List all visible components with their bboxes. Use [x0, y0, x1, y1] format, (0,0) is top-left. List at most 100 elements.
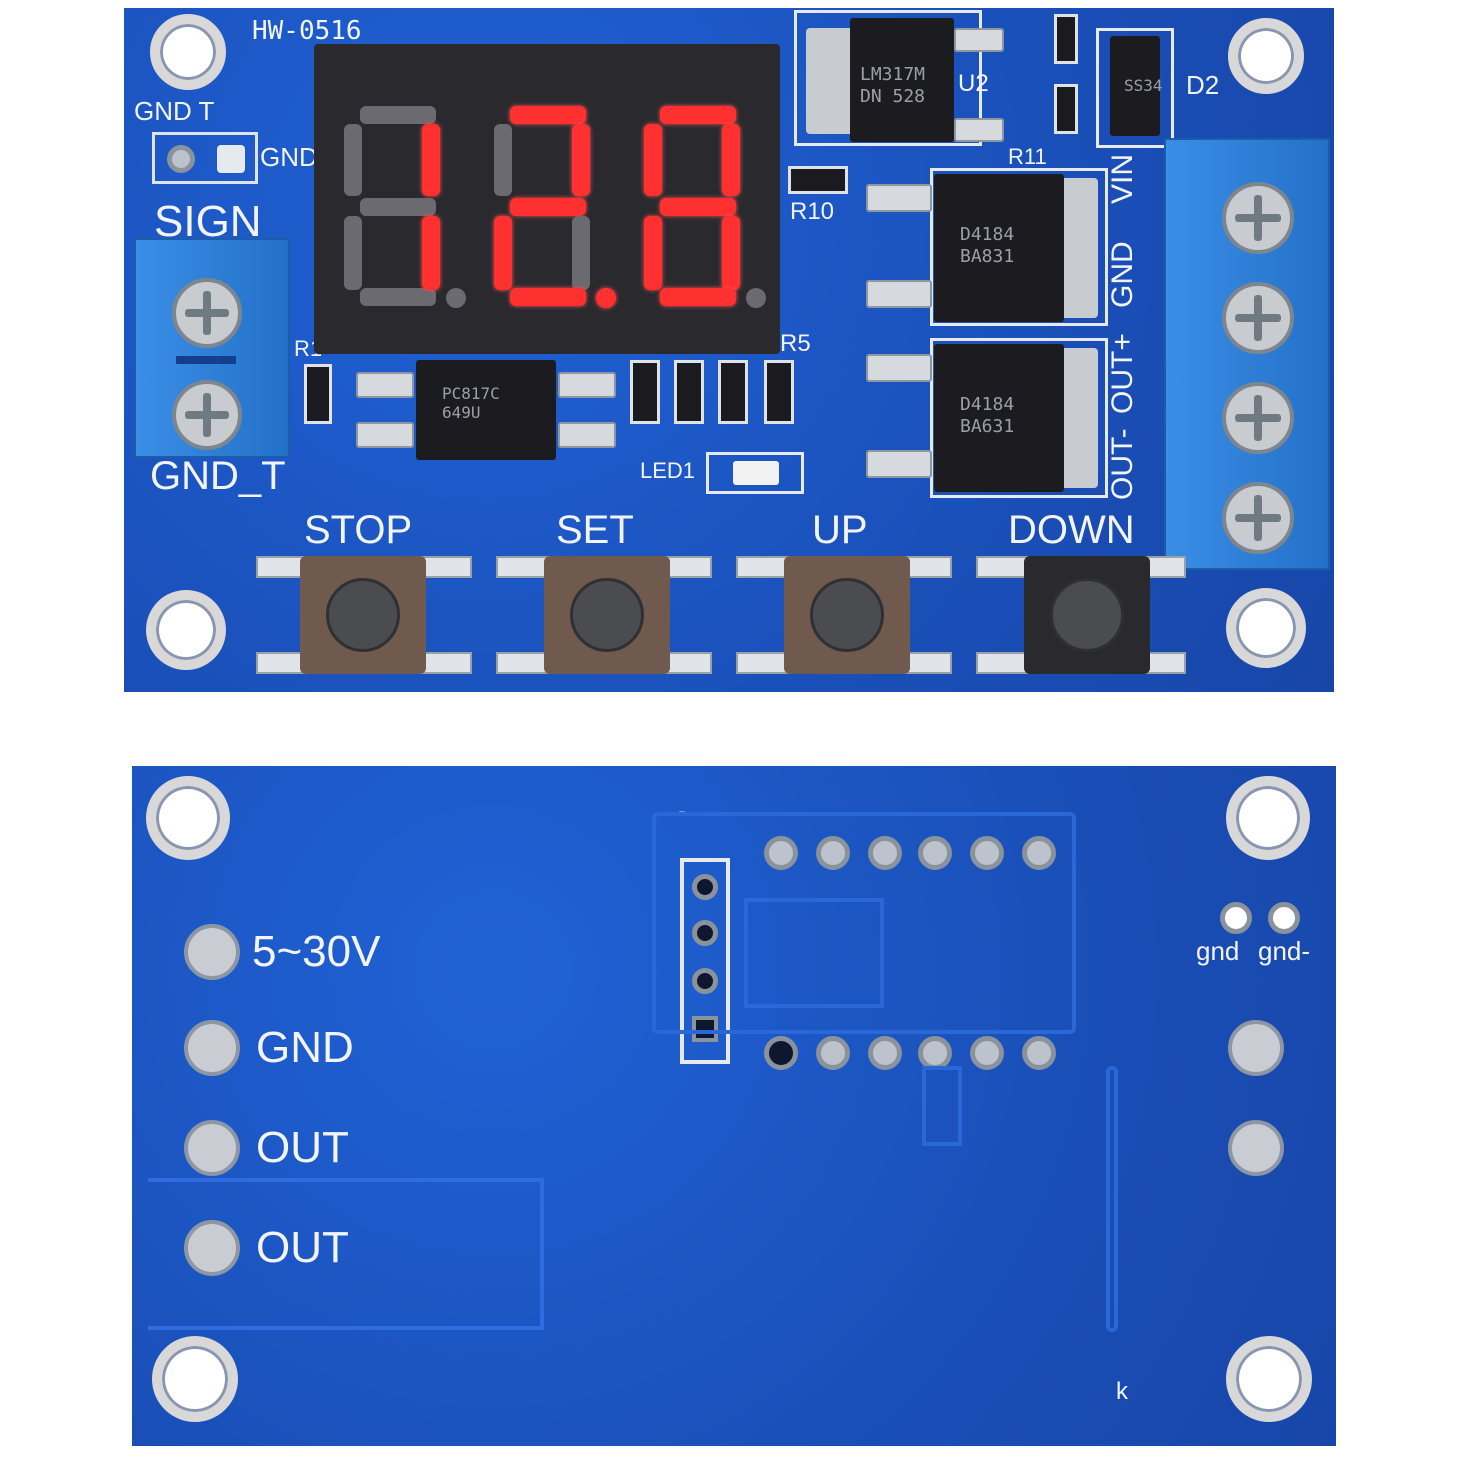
mounting-hole	[146, 776, 230, 860]
chip-pad	[866, 354, 932, 382]
pcb-trace	[922, 1066, 962, 1146]
terminal-screw[interactable]	[172, 380, 242, 450]
solder-pad	[184, 1220, 240, 1276]
segment	[422, 124, 440, 196]
button-label-down: DOWN	[1008, 508, 1135, 552]
solder-pad	[1228, 1120, 1284, 1176]
segment	[722, 216, 740, 290]
button-label-up: UP	[812, 508, 868, 552]
display-pin	[970, 1036, 1004, 1070]
resistor-r10	[788, 166, 848, 194]
segment	[510, 288, 586, 306]
k-label: k	[1116, 1378, 1128, 1405]
chip-pad	[866, 280, 932, 308]
regulator-marking: LM317M DN 528	[860, 64, 926, 107]
chip-pad	[954, 28, 1004, 52]
gnd-minus-label: gnd-	[1258, 936, 1311, 966]
diode-marking: SS34	[1124, 76, 1163, 95]
solder-pad	[184, 1120, 240, 1176]
seven-segment-display	[314, 44, 780, 354]
pin-label-gnd: GND	[256, 1023, 354, 1072]
chip-pad	[356, 372, 414, 398]
display-pin	[918, 1036, 952, 1070]
segment	[660, 198, 736, 216]
pin-label-out1: OUT	[256, 1123, 349, 1172]
led1-label: LED1	[640, 458, 696, 483]
up-button[interactable]	[784, 556, 910, 674]
chip-pad	[954, 118, 1004, 142]
segment	[494, 124, 512, 196]
button-label-stop: STOP	[304, 508, 413, 552]
terminal-screw[interactable]	[1222, 382, 1294, 454]
model-label: HW-0516	[252, 16, 362, 46]
header-pin	[167, 145, 195, 173]
solder-pad	[184, 1020, 240, 1076]
capacitor	[1054, 84, 1078, 134]
diode-outline	[1096, 28, 1174, 148]
gnd-minus-test-pad	[1268, 902, 1300, 934]
led-body	[733, 461, 779, 485]
mounting-hole	[146, 590, 226, 670]
terminal-label-gnd: GND	[1106, 241, 1139, 308]
pin-label-out2: OUT	[256, 1223, 349, 1272]
resistor	[674, 360, 704, 424]
display-pin	[1022, 1036, 1056, 1070]
minus-label: -	[678, 798, 686, 825]
segment	[494, 216, 512, 290]
pcb-front: HW-0516 GND T GND SIGN GND_T R1	[124, 8, 1334, 692]
stop-button[interactable]	[300, 556, 426, 674]
mosfet1-outline	[930, 168, 1108, 326]
resistor	[718, 360, 748, 424]
pcb-trace	[744, 898, 884, 1008]
gnd-side-label: GND	[260, 142, 318, 172]
set-button-cap[interactable]	[570, 578, 644, 652]
set-button[interactable]	[544, 556, 670, 674]
up-button-cap[interactable]	[810, 578, 884, 652]
mounting-hole	[152, 1336, 238, 1422]
segment	[660, 106, 736, 124]
header-pin	[692, 874, 718, 900]
chip-pad	[558, 372, 616, 398]
mosfet1-chip: D4184 BA831	[934, 174, 1064, 322]
down-button-cap[interactable]	[1050, 578, 1124, 652]
regulator-outline	[794, 10, 982, 146]
r10-label: R10	[790, 198, 835, 225]
segment	[572, 216, 590, 290]
gnd-t-label: GND_T	[150, 454, 286, 498]
display-pin	[816, 836, 850, 870]
gnd-label: gnd	[1196, 936, 1240, 966]
segment	[344, 124, 362, 196]
regulator-tab	[806, 28, 858, 134]
mosfet2-outline	[930, 338, 1108, 498]
mounting-hole	[1226, 776, 1310, 860]
display-pin	[816, 1036, 850, 1070]
header-pin-square	[692, 1016, 718, 1042]
r5-label: R5	[780, 330, 811, 357]
power-terminal-block[interactable]	[1164, 138, 1330, 570]
terminal-screw[interactable]	[1222, 182, 1294, 254]
optocoupler-marking: PC817C 649U	[442, 384, 500, 423]
terminal-screw[interactable]	[172, 278, 242, 348]
signal-header-label: GND T	[134, 96, 215, 126]
regulator-chip: LM317M DN 528	[850, 18, 954, 142]
segment	[360, 106, 436, 124]
mosfet2-marking: D4184 BA631	[960, 394, 1015, 437]
down-button[interactable]	[1024, 556, 1150, 674]
display-pin	[1022, 836, 1056, 870]
optocoupler-chip: PC817C 649U	[416, 360, 556, 460]
stop-button-cap[interactable]	[326, 578, 400, 652]
pcb-back: 5~30V GND OUT OUT - gnd gnd- k	[132, 766, 1336, 1446]
segment	[422, 216, 440, 290]
chip-pad	[866, 450, 932, 478]
segment	[360, 288, 436, 306]
header-pin	[692, 968, 718, 994]
sign-label: SIGN	[154, 197, 262, 246]
mounting-hole	[1226, 1336, 1312, 1422]
chip-pad	[558, 422, 616, 448]
signal-terminal-block[interactable]	[134, 238, 290, 458]
resistor-r1	[304, 364, 332, 424]
terminal-screw[interactable]	[1222, 482, 1294, 554]
gnd-test-pad	[1220, 902, 1252, 934]
segment	[510, 106, 586, 124]
terminal-screw[interactable]	[1222, 282, 1294, 354]
